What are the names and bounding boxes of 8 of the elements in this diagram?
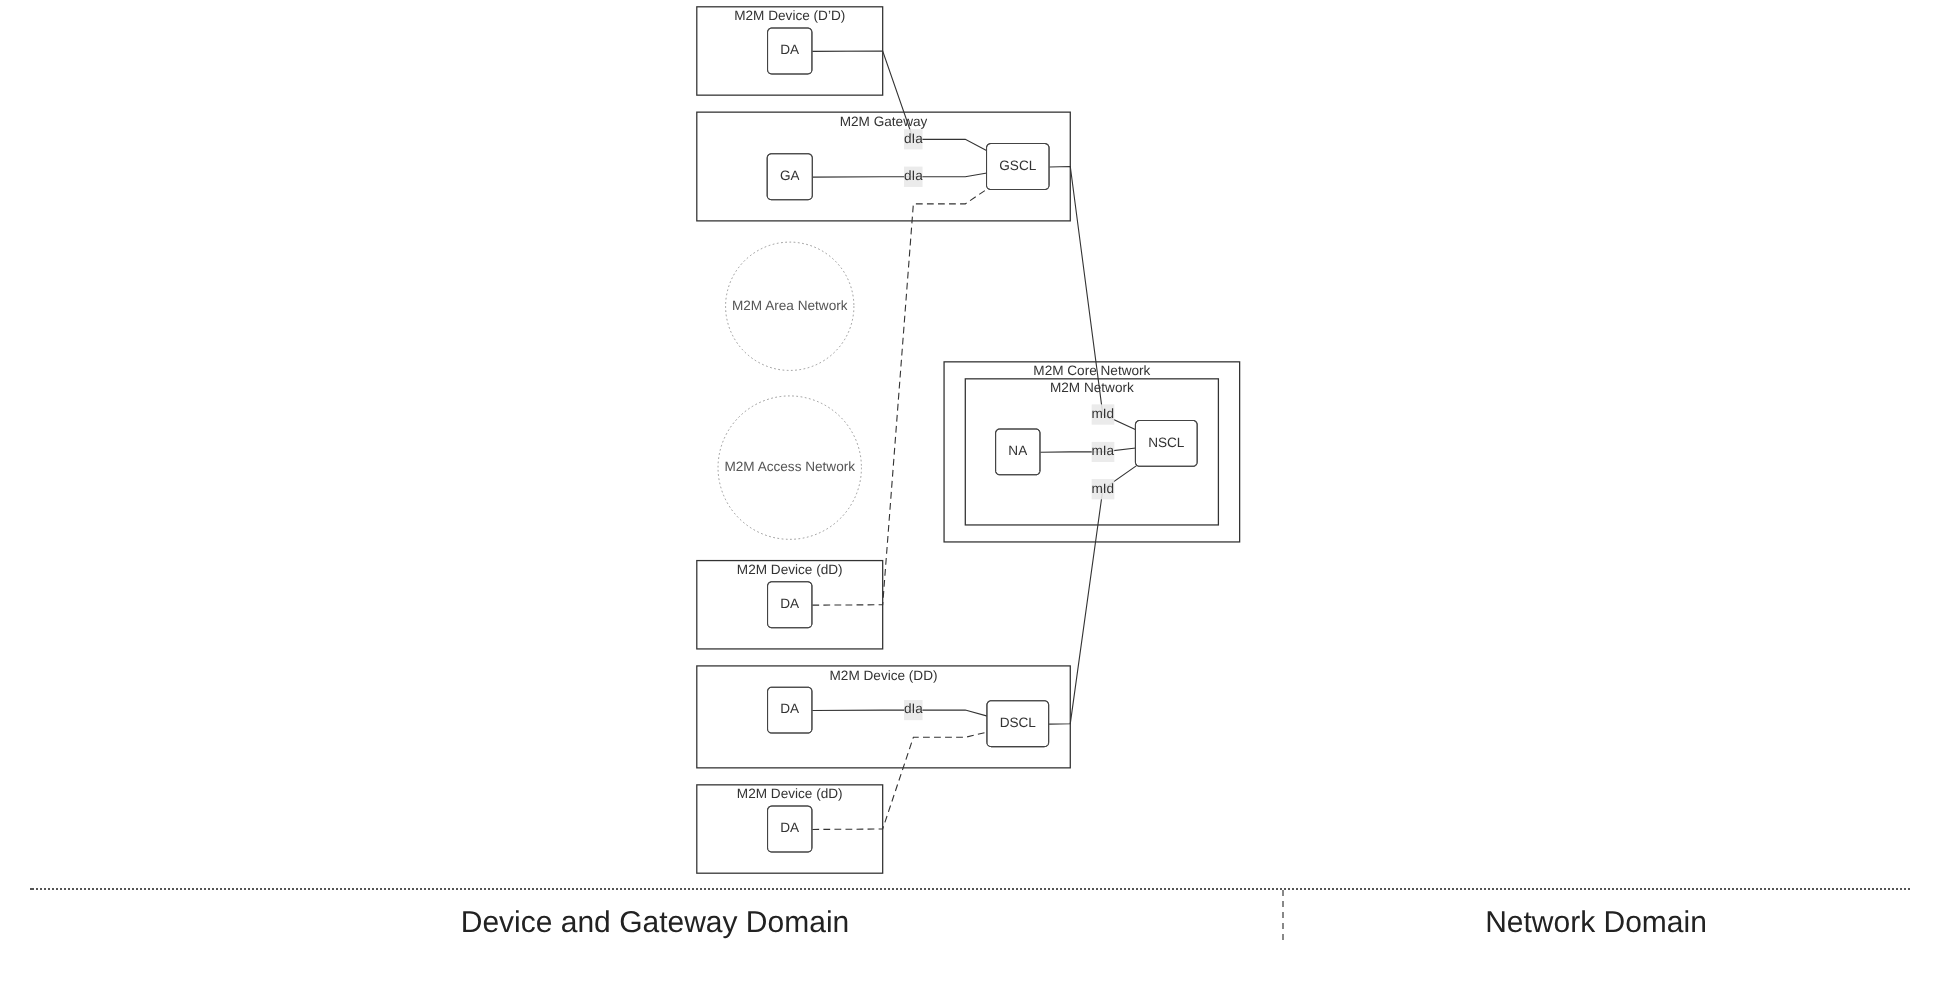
connector	[812, 709, 989, 717]
connector	[812, 172, 989, 178]
domain-label: Device and Gateway Domain	[458, 904, 852, 940]
connector	[812, 731, 989, 830]
connector	[812, 50, 989, 152]
domain-label: Network Domain	[1281, 890, 1909, 940]
connector	[812, 187, 990, 606]
connector	[1049, 464, 1139, 725]
